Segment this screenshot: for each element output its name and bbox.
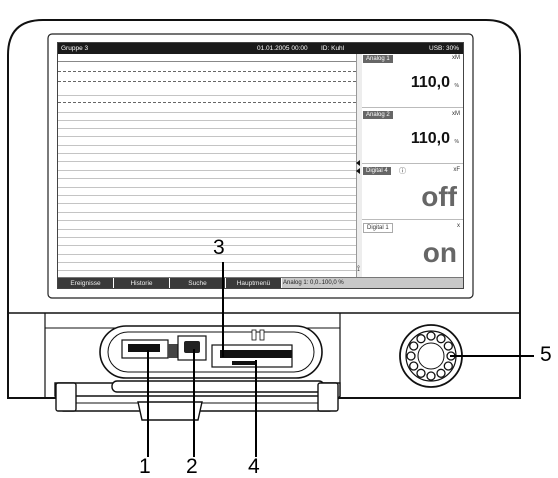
softkey-events[interactable]: Ereignisse [58,278,114,288]
channel-label: Analog 2 [363,111,393,119]
scroll-indicator-icon: ⟟ [357,264,360,273]
channel-code: xM [452,55,460,61]
leader-line-1 [147,350,149,457]
navigator-knob [399,324,463,388]
usb-status: USB: 30% [429,45,459,52]
scale-info: Analog 1: 0,0..100,0 % [283,280,344,286]
channel-label: Analog 1 [363,55,393,63]
group-name: Gruppe 3 [61,45,89,52]
leader-line-5 [450,355,534,357]
channel-state: off [421,181,457,212]
callout-3: 3 [213,236,225,259]
marker-icon [356,160,360,166]
datetime-display: 01.01.2005 00:00 [257,45,308,52]
leader-line-4 [255,360,257,457]
softkey-main-menu[interactable]: Hauptmenü [226,278,282,288]
channel-unit: % [454,139,459,145]
marker-icon [356,168,360,174]
channel-panel-analog-2[interactable]: Analog 2 xM 110,0 % [362,110,463,164]
callout-5: 5 [540,343,552,366]
leader-line-3 [222,262,224,357]
status-bar: Gruppe 3 01.01.2005 00:00 ID: Kuhl USB: … [58,43,463,54]
device-id: ID: Kuhl [321,45,345,52]
trend-chart-area [58,54,356,277]
callout-2: 2 [186,455,198,478]
channel-code: x [457,223,460,229]
channel-panel-digital-4[interactable]: Digital 4 ⓘ xF off [362,166,463,220]
callout-4: 4 [248,455,260,478]
screen-bezel [47,33,474,299]
channel-value: 110,0 [410,130,450,147]
channel-panel-digital-1[interactable]: Digital 1 x on [362,222,463,276]
softkey-search[interactable]: Suche [170,278,226,288]
channel-value: 110,0 [410,74,450,91]
softkey-bar: Ereignisse Historie Suche Hauptmenü Anal… [58,277,463,288]
info-icon: ⓘ [399,168,406,175]
channel-panels: Analog 1 xM 110,0 % Analog 2 xM 110,0 % … [362,54,463,277]
channel-state: on [422,237,457,268]
callout-1: 1 [139,455,151,478]
status-led [251,329,257,341]
leader-line-2 [193,349,195,457]
channel-label: Digital 1 [363,223,393,233]
channel-panel-analog-1[interactable]: Analog 1 xM 110,0 % [362,54,463,108]
channel-unit: % [454,83,459,89]
channel-code: xF [453,167,460,173]
channel-label: Digital 4 [363,167,391,175]
recorder-screen: Gruppe 3 01.01.2005 00:00 ID: Kuhl USB: … [57,42,464,289]
softkey-history[interactable]: Historie [114,278,170,288]
channel-code: xM [452,111,460,117]
front-flap [54,380,341,421]
